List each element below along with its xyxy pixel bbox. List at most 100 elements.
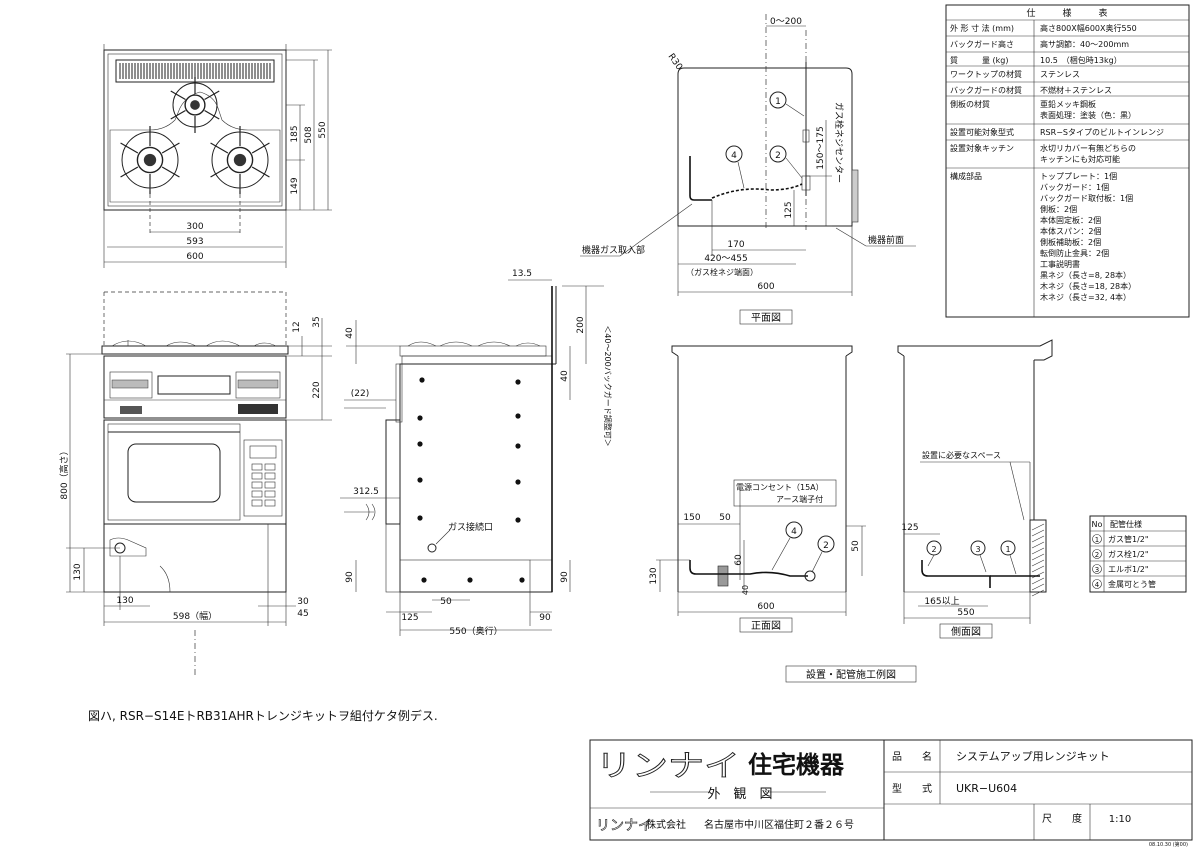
burner-center	[143, 153, 157, 167]
dim-front-130-v: 130	[73, 563, 83, 580]
brand-logo: リンナイ	[596, 749, 740, 784]
spec-label-4: バックガードの材質	[950, 85, 1022, 95]
plan-dim-r30: R30	[666, 52, 685, 72]
gas-connection-label: ガス接続口	[448, 521, 493, 533]
dim-top-149: 149	[290, 177, 300, 194]
oven-button	[264, 463, 276, 471]
spec-value-8-8: 工事説明書	[1040, 259, 1080, 269]
screw-dot	[515, 379, 521, 385]
spec-value-8-0: トッププレート：1個	[1040, 171, 1117, 181]
front-ref-2: 2	[823, 541, 829, 551]
hatch-line	[1031, 559, 1045, 567]
pipe-label-2: ガス栓1/2"	[1108, 549, 1149, 559]
pipe-no-3: 3	[1095, 566, 1099, 574]
oven-button	[264, 490, 276, 498]
install-side-dim-550: 550	[957, 608, 974, 618]
install-space-label: 設置に必要なスペース	[922, 450, 1001, 460]
oven-button	[251, 463, 263, 471]
spec-value-7-0: 水切リカバー有無どちらの	[1040, 143, 1136, 153]
front-view: 800（高さ） 12 35 220 130 130 30 45 598（幅）	[58, 291, 332, 676]
plan-dim-gas-end: （ガス栓ネジ端面）	[686, 267, 758, 277]
dim-side-22: (22)	[351, 389, 369, 399]
install-side-view: 設置に必要なスペース 2 3 1 125 165以上 550 側面図	[897, 339, 1053, 639]
model-label: 型 式	[892, 782, 932, 795]
screw-dot	[417, 477, 423, 483]
revision-date: 08.10.30 (第00)	[1149, 841, 1188, 848]
pipe-no-1: 1	[1095, 536, 1099, 544]
spec-value-8-2: バックガード取付板：1個	[1040, 193, 1133, 203]
ground-label: アース端子付	[776, 494, 823, 504]
hatch-line	[1031, 541, 1045, 549]
screw-dot	[515, 517, 521, 523]
burner-cap	[184, 94, 206, 116]
screw-dot	[417, 441, 423, 447]
install-side-dim-165: 165以上	[924, 596, 959, 607]
burner-center	[190, 100, 200, 110]
spec-table-header: 仕 様 表	[1026, 7, 1107, 19]
dim-top-593: 593	[186, 237, 203, 247]
spec-label-2: 質 量 (kg)	[950, 55, 1009, 65]
install-front-dim-130: 130	[649, 567, 659, 584]
install-side-dim-125: 125	[901, 523, 918, 533]
grate-arm	[170, 90, 186, 101]
screw-dot	[515, 479, 521, 485]
dim-front-35: 35	[312, 316, 322, 327]
company-logo-small: リンナイ	[596, 818, 652, 834]
plan-dim-0-200: 0〜200	[770, 17, 802, 27]
spec-value-1-0: 高サ調節：40〜200mm	[1040, 39, 1129, 49]
spec-value-8-7: 転倒防止金具：2個	[1040, 248, 1109, 258]
plan-ref-4: 4	[731, 151, 737, 161]
plan-view: 0〜200 R30 1 2 4 ガス栓ネジセンター 150〜175 125 17…	[580, 14, 916, 325]
screw-dot	[417, 515, 423, 521]
dim-front-220: 220	[312, 381, 322, 398]
spec-table: 仕 様 表 外 形 寸 法 (mm)高さ800X幅600X奥行550バックガード…	[945, 4, 1190, 318]
install-front-dim-60: 60	[734, 554, 744, 566]
plan-dim-420-455: 420〜455	[704, 254, 747, 264]
dim-side-90-right: 90	[560, 571, 570, 583]
plan-dim-150-175: 150〜175	[816, 126, 826, 169]
pipe-no-2: 2	[1095, 551, 1099, 559]
spec-label-7: 設置対象キッチン	[950, 143, 1014, 153]
grate-arm	[204, 109, 220, 120]
grate-arm	[161, 142, 180, 154]
spec-value-8-10: 木ネジ（長さ=18, 28本）	[1040, 281, 1136, 291]
grate-arm	[251, 166, 270, 178]
hatch-line	[1031, 589, 1045, 597]
screw-dot	[519, 577, 525, 583]
spec-label-1: バックガード高さ	[950, 39, 1014, 49]
company-name: 株式会社	[646, 818, 686, 831]
spec-value-8-11: 木ネジ（長さ=32, 4本）	[1040, 292, 1131, 302]
install-front-dim-50-v: 50	[851, 540, 861, 552]
grate-arm	[210, 142, 229, 154]
hatch-line	[1031, 553, 1045, 561]
grate-arm	[120, 142, 139, 154]
hatch-line	[1031, 565, 1045, 573]
spec-value-7-1: キッチンにも対応可能	[1040, 154, 1120, 164]
dim-front-130-h: 130	[116, 596, 133, 606]
side-vertical-note: ＜40〜200バックガード調整可＞	[603, 325, 613, 446]
install-front-title: 正面図	[751, 620, 781, 632]
side-ref-1: 1	[1005, 545, 1010, 554]
front-ref-4: 4	[791, 527, 797, 537]
dim-front-598: 598（幅）	[173, 610, 217, 622]
drawing-type: 外 観 図	[707, 787, 772, 802]
screw-dot	[515, 413, 521, 419]
burner-cap	[226, 146, 254, 174]
pipe-no-circle	[1092, 564, 1102, 574]
dim-front-30: 30	[297, 597, 309, 607]
screw-dot	[419, 377, 425, 383]
spec-value-4-0: 不燃材＋ステンレス	[1040, 85, 1112, 95]
spec-value-5-1: 表面処理：塗装（色：黒）	[1040, 110, 1136, 120]
install-caption-box	[785, 665, 917, 683]
pipe-spec-no-header: No	[1092, 520, 1103, 529]
spec-value-2-0: 10.5 （梱包時13kg）	[1040, 55, 1122, 65]
grate-arm	[161, 166, 180, 178]
screw-dot	[467, 577, 473, 583]
figure-caption: 図ハ, RSR−S14EトRB31AHRトレンジキットヲ組付ケタ例デス.	[88, 708, 438, 723]
hatch-line	[1031, 547, 1045, 555]
pipe-spec-header: 配管仕様	[1110, 519, 1142, 529]
hatch-line	[1031, 571, 1045, 579]
spec-value-0-0: 高さ800X幅600X奥行550	[1040, 23, 1137, 33]
plan-center-label: ガス栓ネジセンター	[833, 102, 845, 183]
